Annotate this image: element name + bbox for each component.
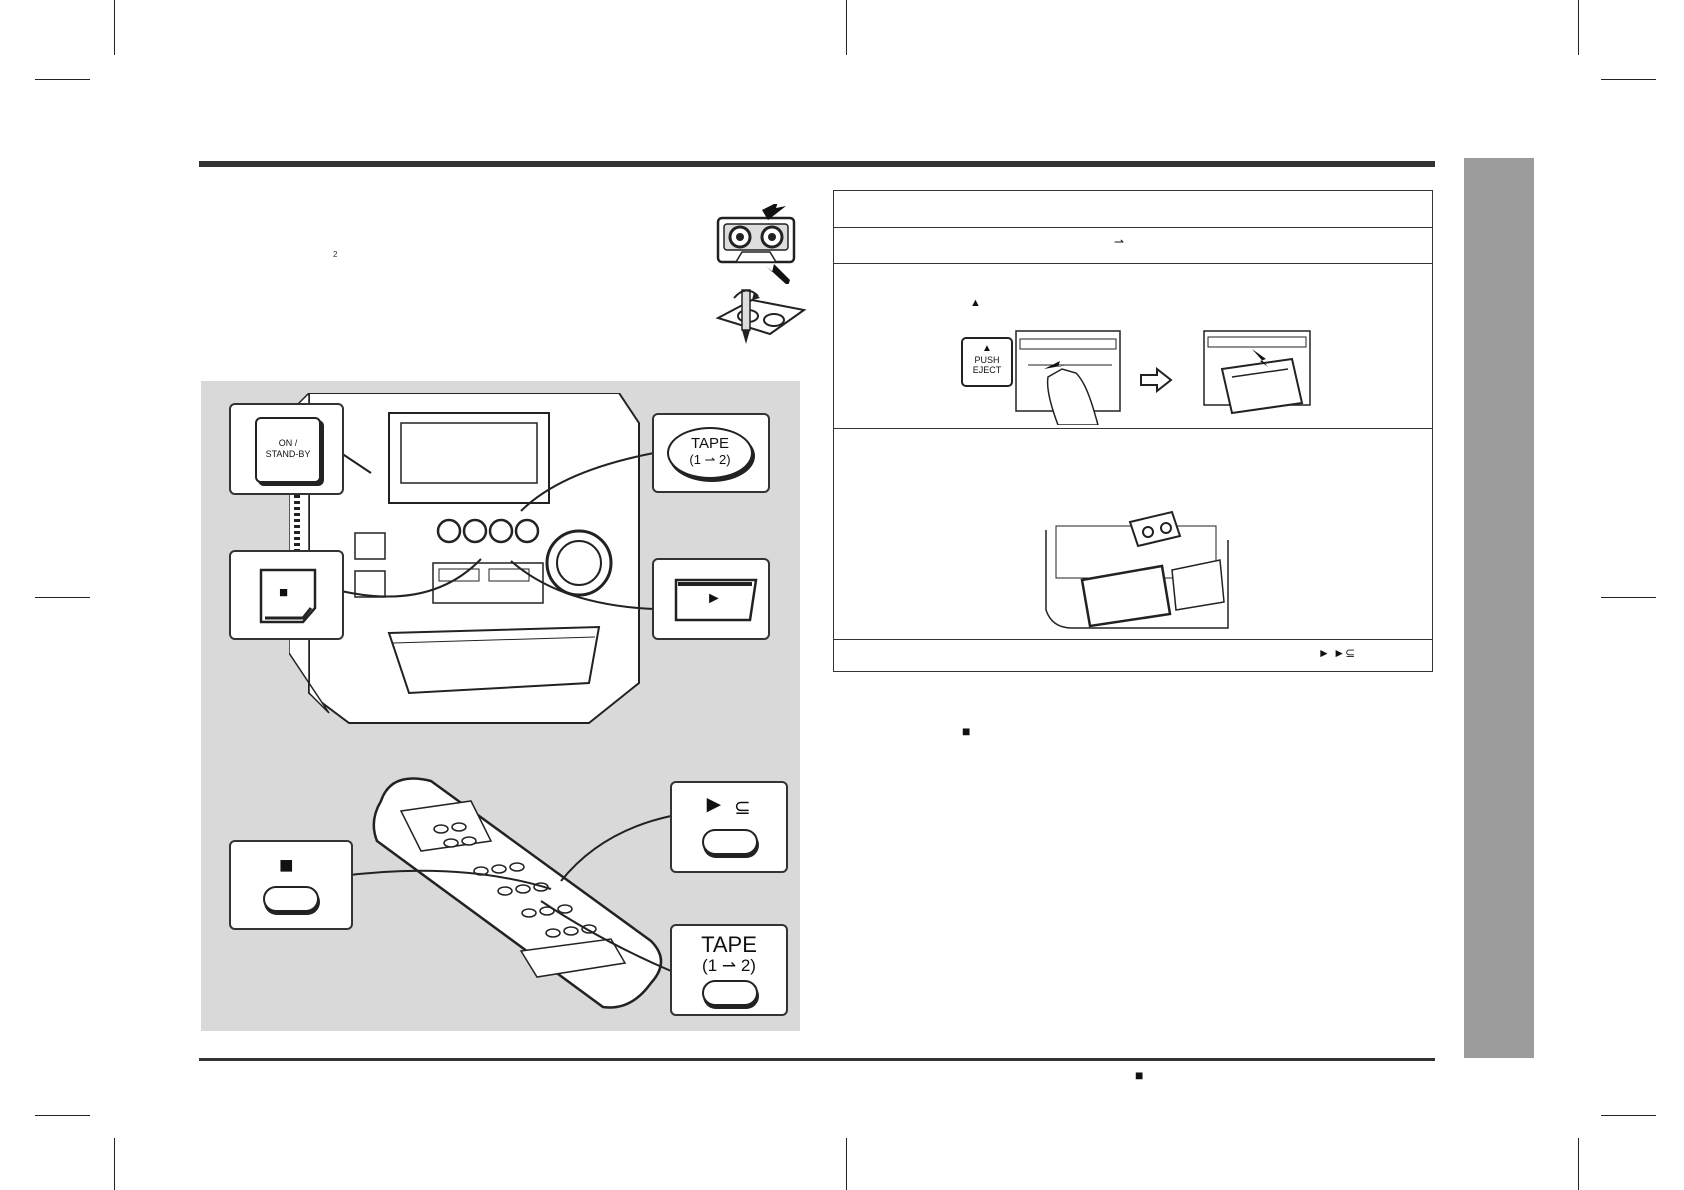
- push-label: PUSH: [974, 355, 1000, 365]
- tape-button[interactable]: TAPE (1 ⇀ 2): [667, 427, 753, 479]
- callout-leader-lines: [340, 452, 672, 972]
- eject-label: EJECT: [972, 365, 1002, 375]
- table-row: ► ►⊆: [834, 639, 1432, 670]
- remote-play-button[interactable]: [702, 829, 758, 855]
- remote-stop-icon: ■: [279, 852, 294, 879]
- remote-stop-button[interactable]: [263, 886, 319, 912]
- crop-mark: [1601, 1115, 1656, 1116]
- push-eject-triangle: ▲: [982, 343, 992, 354]
- cassette-insert-illustration: [1045, 510, 1229, 629]
- crop-mark: [1601, 597, 1656, 598]
- table-row: ⇀: [834, 227, 1432, 264]
- table-row: ▲ ▲ PUSH EJECT: [834, 263, 1432, 429]
- on-label: ON /: [278, 438, 298, 448]
- remote-play-icon: ►: [702, 791, 726, 818]
- footer-rule: [199, 1058, 1435, 1061]
- arrow-right-icon: [1140, 367, 1173, 393]
- remote-tape-label: TAPE: [701, 932, 757, 957]
- standby-label: STAND-BY: [265, 449, 311, 459]
- power-button-callout: ON / STAND-BY: [229, 403, 344, 495]
- cassette-door-open-illustration: [1203, 330, 1311, 415]
- cassette-pencil-icon: [715, 289, 807, 344]
- table-row: [834, 428, 1432, 640]
- table-row: [834, 191, 1432, 228]
- crop-mark: [114, 0, 115, 55]
- repeat-icon: ⊆: [734, 797, 751, 819]
- eject-symbol: ▲: [970, 297, 981, 309]
- tape-deck-label: (1 ⇀ 2): [689, 452, 731, 467]
- tape-direction-symbol: ⇀: [1114, 235, 1125, 249]
- crop-mark: [1578, 0, 1579, 55]
- remote-control: [372, 777, 663, 1009]
- tape-label: TAPE: [690, 435, 730, 452]
- crop-mark: [1601, 79, 1656, 80]
- play-symbols: ► ►⊆: [1318, 646, 1356, 660]
- remote-play-callout: ► ⊆: [670, 781, 788, 873]
- remote-tape-deck-label: (1 ⇀ 2): [702, 956, 756, 975]
- side-section-tab: [1464, 158, 1534, 1058]
- remote-tape-callout: TAPE (1 ⇀ 2): [670, 924, 788, 1016]
- stop-button-callout: ■: [229, 550, 344, 640]
- operation-illustration-panel: ON / STAND-BY TAPE (1 ⇀ 2) ■ ► ■ ► ⊆: [201, 381, 800, 1031]
- tape-button-callout: TAPE (1 ⇀ 2): [652, 413, 770, 493]
- play-icon: ►: [706, 590, 722, 607]
- cassette-tape-icon: [716, 204, 796, 284]
- crop-mark: [846, 0, 847, 55]
- remote-tape-button[interactable]: [702, 980, 758, 1006]
- crop-mark: [35, 597, 90, 598]
- stop-icon: ■: [279, 584, 289, 601]
- on-standby-button[interactable]: ON / STAND-BY: [255, 417, 321, 483]
- procedure-table: ⇀ ▲ ▲ PUSH EJECT: [833, 190, 1433, 672]
- stop-symbol: ■: [962, 723, 971, 739]
- push-eject-illustration: [1015, 330, 1121, 425]
- crop-mark: [35, 79, 90, 80]
- crop-mark: [114, 1138, 115, 1190]
- superscript-note-mark: 2: [333, 250, 338, 259]
- stop-button[interactable]: [259, 568, 319, 624]
- remote-stop-callout: ■: [229, 840, 353, 930]
- play-button-callout: ►: [652, 558, 770, 640]
- push-eject-button: ▲ PUSH EJECT: [961, 337, 1013, 387]
- header-rule: [199, 161, 1435, 167]
- crop-mark: [846, 1138, 847, 1190]
- play-button[interactable]: [674, 576, 758, 624]
- crop-mark: [35, 1115, 90, 1116]
- crop-mark: [1578, 1138, 1579, 1190]
- footer-stop-symbol: ■: [1135, 1067, 1144, 1083]
